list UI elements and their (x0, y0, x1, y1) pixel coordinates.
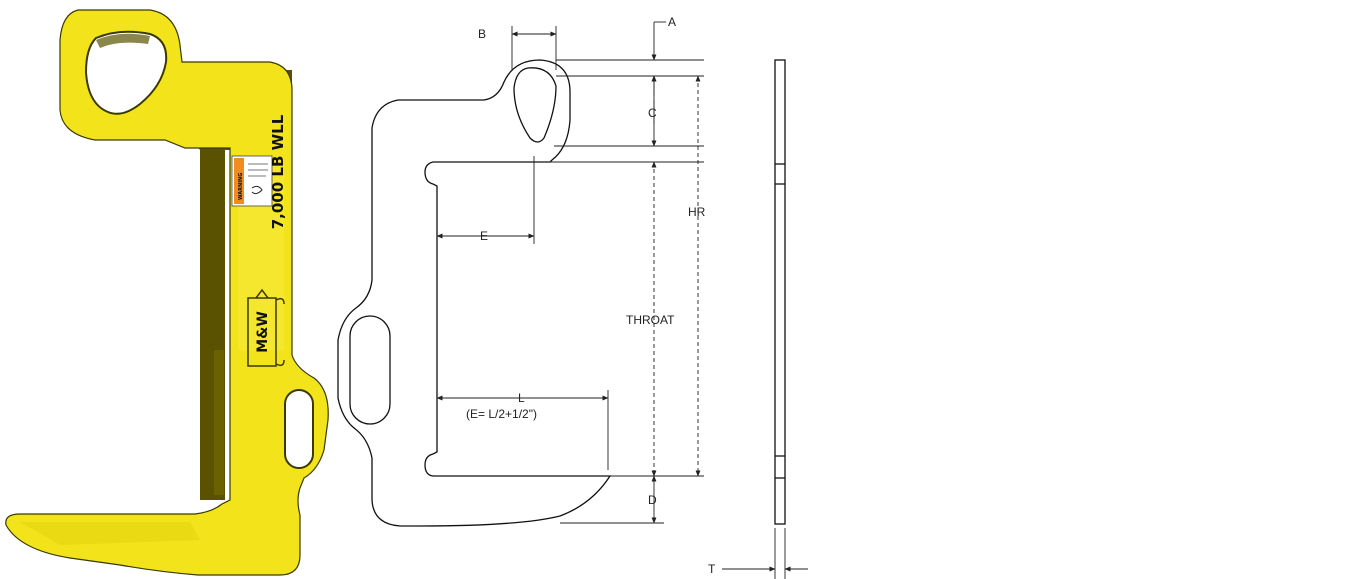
hook-outline-drawing (337, 59, 612, 527)
thickness-dimension (722, 528, 808, 579)
hook-photo: WARNING 7,000 LB WLL M&W (5, 9, 329, 576)
dimension-lines (436, 21, 704, 524)
eye-opening (513, 67, 557, 143)
label-t: T (708, 562, 716, 576)
hook-outline (337, 59, 612, 527)
label-b: B (478, 27, 486, 41)
warning-label-text: WARNING (238, 173, 244, 200)
mw-logo: M&W (247, 288, 285, 367)
label-c: C (648, 106, 657, 120)
label-hr: HR (688, 205, 706, 219)
side-view-drawing (774, 59, 786, 525)
handle-slot (284, 389, 314, 469)
label-e-formula: (E= L/2+1/2") (466, 407, 537, 421)
eye-hole (84, 30, 168, 115)
hook-body (5, 9, 329, 576)
label-throat: THROAT (626, 313, 675, 327)
handle-opening (349, 315, 391, 425)
label-e: E (480, 229, 488, 243)
mw-logo-text: M&W (255, 311, 271, 353)
side-view-bar (774, 59, 786, 525)
dimension-labels: A B C HR E THROAT L (E= L/2+1/2") D T (466, 15, 716, 576)
label-a: A (668, 15, 676, 29)
label-d: D (648, 493, 657, 507)
warning-label: WARNING (231, 155, 273, 207)
capacity-marking: 7,000 LB WLL (269, 114, 287, 229)
label-l: L (518, 391, 525, 405)
